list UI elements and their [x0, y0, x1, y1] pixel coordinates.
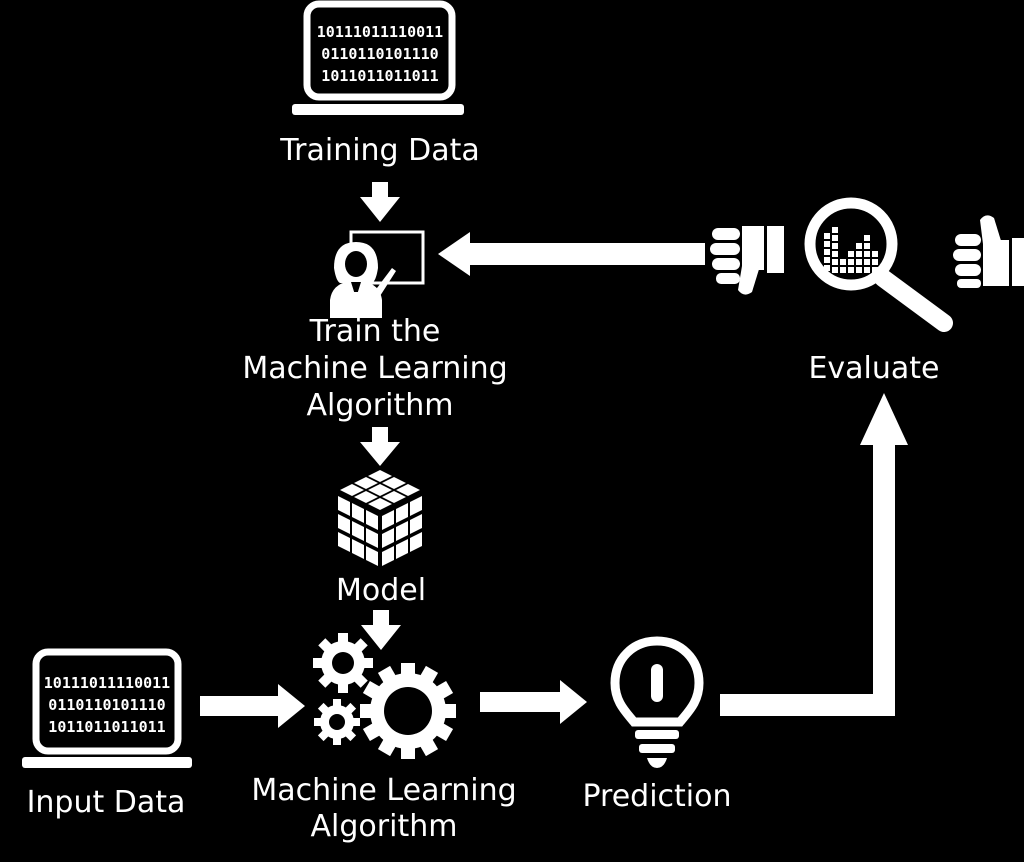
binary-line: 10111011110011 — [317, 23, 443, 41]
prediction-label: Prediction — [582, 779, 731, 814]
arrow-right — [480, 680, 587, 724]
train-label-line-3: Algorithm — [307, 388, 454, 423]
binary-line: 0110110101110 — [48, 696, 165, 714]
arrow-right — [200, 684, 305, 728]
arrow-left-feedback — [438, 232, 705, 276]
algorithm-label-line-2: Algorithm — [311, 809, 458, 844]
arrow-down — [360, 182, 400, 222]
lightbulb-icon — [610, 636, 704, 768]
arrow-down — [361, 610, 401, 650]
evaluate-label: Evaluate — [808, 351, 939, 386]
thumbs-down-icon — [710, 226, 784, 295]
input-data-label: Input Data — [27, 785, 186, 820]
thumbs-up-icon — [953, 215, 1024, 288]
binary-line: 1011011011011 — [321, 67, 438, 85]
arrow-up-to-evaluate — [720, 393, 908, 716]
teacher-whiteboard-icon — [330, 230, 425, 318]
laptop-binary-icon: 10111011110011 0110110101110 10110110110… — [22, 648, 192, 768]
laptop-binary-icon: 10111011110011 0110110101110 10110110110… — [292, 0, 464, 115]
algorithm-label-line-1: Machine Learning — [251, 773, 516, 808]
binary-line: 0110110101110 — [321, 45, 438, 63]
gears-icon — [313, 633, 456, 759]
train-label-line-2: Machine Learning — [242, 351, 507, 386]
magnifier-chart-icon — [804, 197, 953, 332]
binary-line: 1011011011011 — [48, 718, 165, 736]
model-label: Model — [336, 573, 426, 608]
cube-grid-icon — [338, 470, 422, 566]
arrow-down — [360, 427, 400, 466]
training-data-label: Training Data — [279, 133, 480, 168]
binary-line: 10111011110011 — [44, 674, 170, 692]
train-label-line-1: Train the — [309, 314, 441, 349]
